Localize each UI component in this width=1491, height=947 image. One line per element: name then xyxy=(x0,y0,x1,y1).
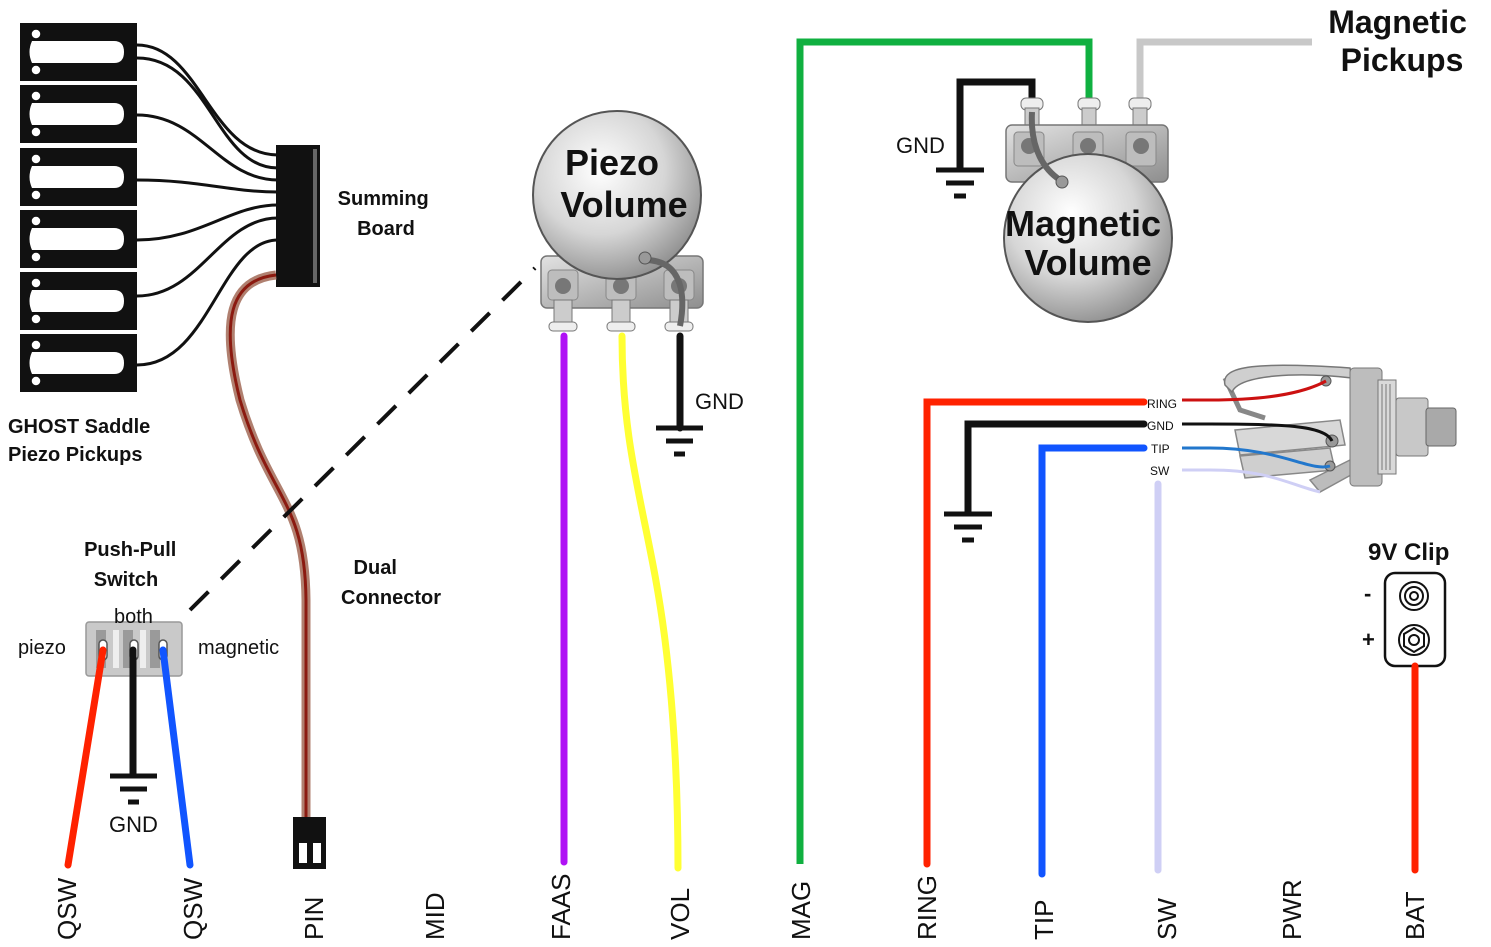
magnetic-pickups-label: Magnetic Pickups xyxy=(1328,4,1476,78)
switch-wires xyxy=(64,646,194,869)
piezo-volume-pot xyxy=(532,110,704,332)
output-jack xyxy=(1222,364,1457,493)
piezo-saddle-pickups xyxy=(19,22,138,393)
summing-board-label: Summing Board xyxy=(338,188,435,240)
piezo-saddle-1 xyxy=(19,22,138,82)
magnetic-volume-pot xyxy=(1003,97,1173,323)
bottom-label-faas: FAAS xyxy=(546,874,576,940)
dual-connector-plug xyxy=(293,817,326,869)
switch-piezo-label: piezo xyxy=(18,637,66,659)
magnetic-pickup-wires xyxy=(796,38,1312,864)
bottom-label-bat: BAT xyxy=(1400,891,1430,940)
bottom-label-pin: PIN xyxy=(299,897,329,940)
jack-output-wires xyxy=(923,398,1162,878)
pushpull-link-dashed-line xyxy=(188,266,537,612)
clip-minus-label: - xyxy=(1364,581,1371,606)
jack-gnd-label: GND xyxy=(1147,419,1174,433)
dual-connector-label: Dual Connector xyxy=(341,557,441,609)
bottom-label-ring: RING xyxy=(912,875,942,940)
bottom-label-qsw-2: QSW xyxy=(178,877,208,940)
push-pull-switch-label: Push-Pull Switch xyxy=(84,539,182,591)
magnetic-pot-ground-symbol xyxy=(936,167,984,199)
switch-gnd-label: GND xyxy=(109,812,158,837)
piezo-saddle-6 xyxy=(19,333,138,393)
jack-ground-symbol xyxy=(944,511,992,543)
bottom-label-pwr: PWR xyxy=(1277,879,1307,940)
switch-magnetic-label: magnetic xyxy=(198,637,279,659)
saddle-wires xyxy=(136,43,279,367)
jack-wires xyxy=(1182,379,1334,494)
piezo-volume-label: Piezo Volume xyxy=(560,142,687,225)
piezo-saddle-4 xyxy=(19,209,138,269)
magnetic-pot-gnd-label: GND xyxy=(896,133,945,158)
bottom-label-qsw-1: QSW xyxy=(52,877,82,940)
jack-tip-label: TIP xyxy=(1151,442,1170,456)
bottom-label-tip: TIP xyxy=(1029,900,1059,940)
switch-both-label: both xyxy=(114,606,153,628)
piezo-pot-wires xyxy=(560,332,684,872)
bottom-label-sw: SW xyxy=(1152,898,1182,940)
bottom-labels: QSW QSW PIN MID FAAS VOL MAG RING TIP SW… xyxy=(52,874,1430,940)
piezo-saddle-5 xyxy=(19,271,138,331)
piezo-pot-gnd-label: GND xyxy=(695,389,744,414)
jack-ring-label: RING xyxy=(1147,397,1177,411)
bottom-label-mag: MAG xyxy=(786,881,816,940)
piezo-saddle-2 xyxy=(19,84,138,144)
piezo-pot-ground-symbol xyxy=(656,425,703,457)
clip-plus-label: + xyxy=(1362,627,1375,652)
piezo-saddle-3 xyxy=(19,147,138,207)
magnetic-volume-label: Magnetic Volume xyxy=(1005,203,1171,283)
bottom-label-mid: MID xyxy=(420,892,450,940)
switch-ground-symbol xyxy=(110,773,157,805)
jack-sw-label: SW xyxy=(1150,464,1170,478)
bottom-label-vol: VOL xyxy=(665,888,695,940)
dual-connector-cable xyxy=(225,270,311,825)
pickups-label: GHOST Saddle Piezo Pickups xyxy=(8,416,156,466)
nine-volt-clip xyxy=(1383,571,1447,668)
nine-volt-clip-label: 9V Clip xyxy=(1368,539,1449,566)
summing-board xyxy=(276,145,320,287)
